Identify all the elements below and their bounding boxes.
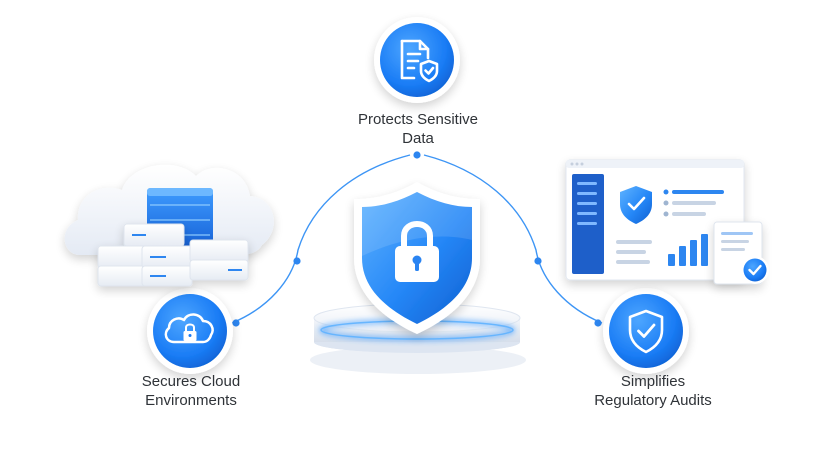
connector-right-arc xyxy=(423,154,603,324)
feature-label-line: Secures Cloud xyxy=(141,373,241,390)
feature-label-line: Protects Sensitive xyxy=(357,111,479,128)
cloud-lock-icon xyxy=(147,288,233,374)
center-platform xyxy=(310,303,526,374)
check-badge-icon xyxy=(741,256,769,284)
feature-label-line: Simplifies xyxy=(620,373,686,390)
feature-label-line: Data xyxy=(402,130,434,147)
connector-dot xyxy=(594,319,602,327)
connector-dot xyxy=(534,257,542,265)
connector-dot xyxy=(232,319,240,327)
document-shield-icon xyxy=(374,17,460,103)
feature-label-line: Regulatory Audits xyxy=(594,392,712,409)
connector-left-arc xyxy=(231,154,411,324)
cloud-server-stack-illustration xyxy=(64,164,274,287)
feature-label-secures-cloud: Secures Cloud Environments xyxy=(91,372,291,410)
feature-label-line: Environments xyxy=(145,392,237,409)
feature-label-simplifies-audits: Simplifies Regulatory Audits xyxy=(553,372,753,410)
connector-dots xyxy=(232,151,602,327)
connector-dot xyxy=(293,257,301,265)
connector-lines xyxy=(231,154,603,324)
storage-boxes xyxy=(97,223,249,287)
compliance-dashboard-illustration xyxy=(565,159,769,285)
shield-lock-icon xyxy=(354,182,480,334)
feature-label-protects-data: Protects Sensitive Data xyxy=(318,110,518,148)
connector-dot xyxy=(413,151,421,159)
dashboard-bar-chart xyxy=(668,234,708,266)
shield-check-icon xyxy=(603,288,689,374)
dashboard-text-lines xyxy=(616,189,724,264)
